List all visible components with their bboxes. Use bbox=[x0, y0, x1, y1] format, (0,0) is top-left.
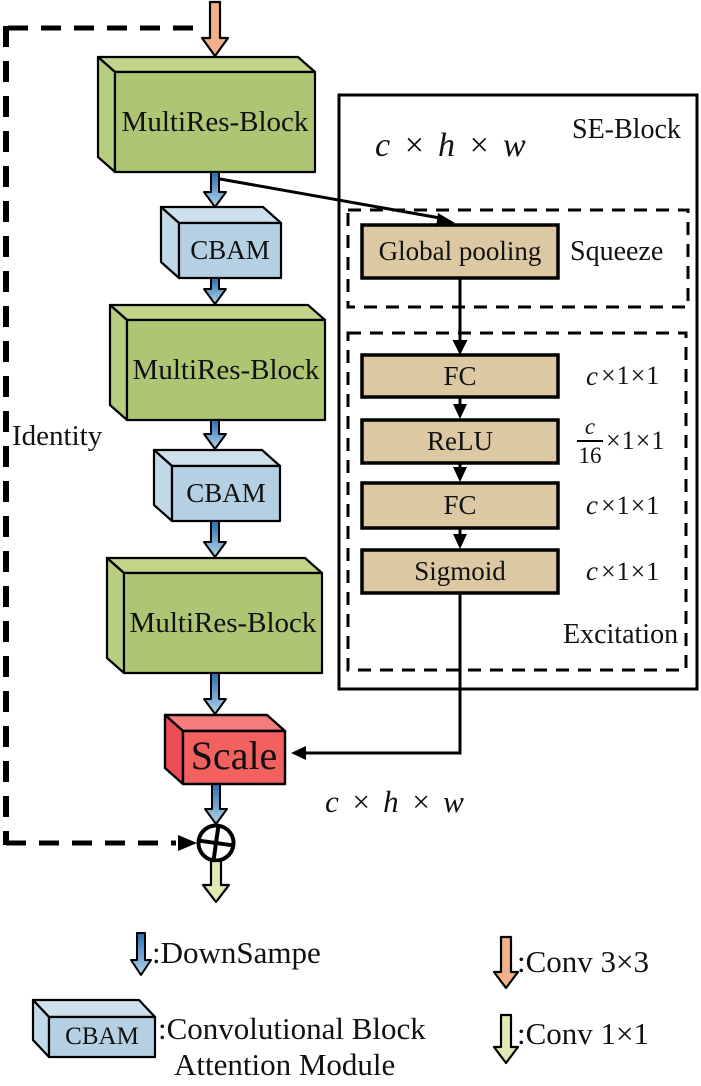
cbam-block-2-top-face bbox=[152, 448, 282, 468]
cbam-block-1-front-face bbox=[177, 221, 283, 280]
output-conv1x1-arrow-icon bbox=[201, 859, 231, 904]
relu-dim-numerator: c bbox=[584, 413, 596, 439]
multires-block-2-front-face bbox=[125, 318, 327, 422]
legend-cbam-label-line1: :Convolutional Block bbox=[158, 1011, 426, 1046]
multires-block-1-top-face bbox=[96, 55, 317, 74]
scale-block-front-face bbox=[181, 729, 287, 786]
multires-block-1-left-face bbox=[96, 55, 117, 174]
multires-block-1 bbox=[96, 55, 317, 174]
sigmoid-to-scale-line bbox=[298, 593, 462, 755]
feature-to-se-arrowhead-icon bbox=[436, 213, 455, 227]
cbam-block-1-top-face bbox=[159, 205, 283, 225]
multires-block-3-left-face bbox=[105, 556, 126, 675]
fc1-dim-var: c bbox=[586, 360, 598, 391]
excitation-dashed-box bbox=[346, 331, 688, 672]
relu-box bbox=[360, 418, 560, 465]
elementwise-sum-icon bbox=[196, 823, 236, 863]
fc1-output-dim: c×1×1 bbox=[586, 355, 660, 397]
squeeze-dashed-box bbox=[346, 208, 690, 309]
sigmoid-output-dim: c×1×1 bbox=[586, 550, 660, 593]
multires-block-1-label: MultiRes-Block bbox=[121, 105, 309, 138]
scale-block bbox=[163, 713, 287, 786]
multires-block-3 bbox=[105, 556, 324, 675]
identity-label: Identity bbox=[12, 420, 103, 452]
cbam-block-2-label: CBAM bbox=[186, 478, 266, 509]
sigmoid-box bbox=[360, 548, 560, 595]
downsample-arrow-5-icon bbox=[203, 672, 227, 715]
downsample-arrow-6-icon bbox=[204, 783, 228, 825]
relu-to-fc2-arrowhead-icon bbox=[453, 467, 467, 482]
multires-block-2-top-face bbox=[108, 303, 327, 322]
relu-output-dim: c 16×1×1 bbox=[577, 412, 665, 470]
relu-dim-denominator: 16 bbox=[578, 443, 602, 469]
downsample-arrow-2-icon bbox=[203, 277, 227, 305]
fc2-dim-var: c bbox=[586, 490, 598, 520]
sigmoid-dim-suffix: ×1×1 bbox=[600, 556, 661, 586]
downsample-arrow-1-icon bbox=[203, 171, 227, 208]
se-output-shape-label: c × h × w bbox=[325, 784, 466, 819]
sigmoid-dim-var: c bbox=[586, 556, 598, 586]
fc2-dim-suffix: ×1×1 bbox=[600, 490, 661, 520]
multires-block-2-label: MultiRes-Block bbox=[132, 353, 320, 386]
relu-dim-fraction: c 16 bbox=[577, 413, 603, 469]
legend-conv1x1-label: :Conv 1×1 bbox=[517, 1016, 650, 1051]
se-block-title: SE-Block bbox=[572, 114, 681, 145]
legend-cbam-front-face bbox=[47, 1015, 157, 1059]
fc2-to-sigmoid-arrowhead-icon bbox=[453, 534, 467, 549]
cbam-block-2 bbox=[152, 448, 282, 523]
global-pooling-label: Global pooling bbox=[378, 236, 542, 267]
multires-block-3-front-face bbox=[122, 571, 324, 675]
multires-block-1-front-face bbox=[113, 70, 317, 174]
legend-conv3x3-label: :Conv 3×3 bbox=[517, 944, 650, 979]
downsample-arrow-4-icon bbox=[203, 520, 227, 558]
cbam-block-2-front-face bbox=[170, 464, 282, 523]
fc2-label: FC bbox=[443, 490, 477, 521]
cbam-block-1-label: CBAM bbox=[190, 235, 270, 266]
legend-cbam-top-face bbox=[31, 998, 157, 1019]
legend-cbam-box bbox=[31, 998, 157, 1059]
relu-label: ReLU bbox=[427, 426, 493, 457]
downsample-arrow-3-icon bbox=[203, 419, 227, 450]
sigmoid-to-scale-arrowhead-icon bbox=[291, 746, 306, 760]
legend-downsample-arrow-icon bbox=[130, 932, 152, 976]
legend-cbam-box-label: CBAM bbox=[65, 1022, 139, 1050]
se-input-shape-label: c × h × w bbox=[375, 127, 528, 164]
legend-conv3x3-arrow-icon bbox=[492, 935, 520, 990]
input-conv3x3-arrow-icon bbox=[200, 0, 230, 58]
multires-block-2-left-face bbox=[108, 303, 129, 422]
multires-block-3-label: MultiRes-Block bbox=[129, 606, 317, 639]
relu-dim-suffix: ×1×1 bbox=[606, 426, 666, 455]
multires-block-3-top-face bbox=[105, 556, 324, 575]
pooling-to-fc1-arrowhead-icon bbox=[452, 340, 468, 355]
scale-block-label: Scale bbox=[190, 732, 278, 778]
fc1-label: FC bbox=[443, 360, 477, 391]
excitation-label: Excitation bbox=[563, 619, 679, 650]
multires-block-2 bbox=[108, 303, 327, 422]
cbam-block-1 bbox=[159, 205, 283, 280]
legend-downsample-label: :DownSampe bbox=[152, 935, 321, 970]
squeeze-label: Squeeze bbox=[570, 236, 664, 267]
fc2-output-dim: c×1×1 bbox=[586, 483, 660, 528]
feature-to-se-connector-line bbox=[219, 177, 441, 220]
fc1-to-relu-arrowhead-icon bbox=[453, 404, 467, 419]
identity-arrowhead-icon bbox=[178, 835, 197, 851]
fc1-dim-suffix: ×1×1 bbox=[600, 361, 661, 390]
legend-cbam-label-line2: Attention Module bbox=[174, 1047, 396, 1082]
legend-conv1x1-arrow-icon bbox=[492, 1013, 520, 1065]
fraction-bar bbox=[577, 439, 603, 443]
sigmoid-label: Sigmoid bbox=[414, 556, 506, 587]
